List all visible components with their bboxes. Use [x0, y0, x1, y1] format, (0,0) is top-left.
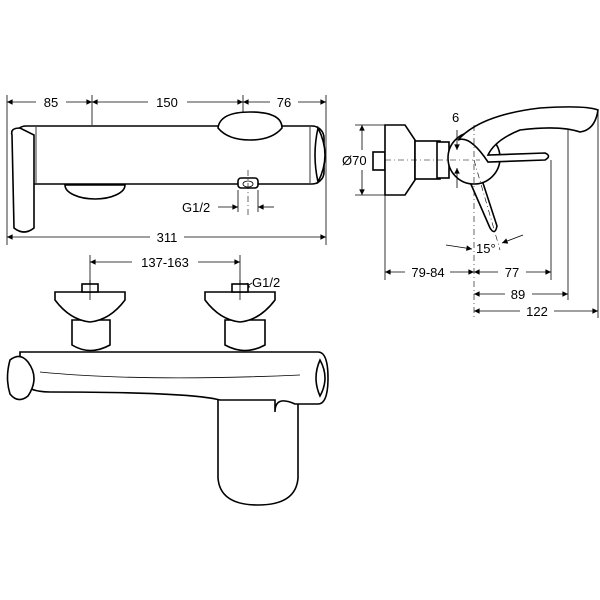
dim-79-84: 79-84 — [384, 265, 475, 280]
dim-inlet-spacing: 137-163 — [90, 255, 240, 270]
dim-122: 122 — [473, 304, 598, 319]
inlet-right — [204, 280, 276, 352]
dim-89: 89 — [473, 287, 568, 302]
flange-diameter: Ø70 — [342, 153, 367, 168]
dim-label: 89 — [511, 287, 525, 302]
front-view: 85 150 76 G1/2 — [6, 95, 327, 245]
dim-label: 122 — [526, 304, 548, 319]
dim-150: 150 — [92, 95, 243, 110]
top-view: 137-163 G1/2 — [6, 255, 329, 506]
offset-dim: 6 — [452, 110, 459, 125]
dim-label: 311 — [157, 230, 178, 245]
dim-77: 77 — [473, 265, 551, 280]
dim-label: 85 — [44, 95, 58, 110]
inlet-left — [54, 280, 126, 352]
side-view: Ø70 6 15° 79-84 77 — [342, 106, 599, 320]
dim-label: 79-84 — [411, 265, 444, 280]
dim-label: 137-163 — [141, 255, 189, 270]
dim-label: 76 — [277, 95, 291, 110]
dim-label: 77 — [505, 265, 519, 280]
lever-angle: 15° — [476, 241, 496, 256]
dim-label: 150 — [156, 95, 178, 110]
dim-76: 76 — [243, 95, 327, 110]
thread-label: G1/2 — [252, 275, 280, 290]
dim-85: 85 — [7, 95, 92, 110]
dim-311: 311 — [7, 230, 327, 245]
thread-label: G1/2 — [182, 200, 210, 215]
